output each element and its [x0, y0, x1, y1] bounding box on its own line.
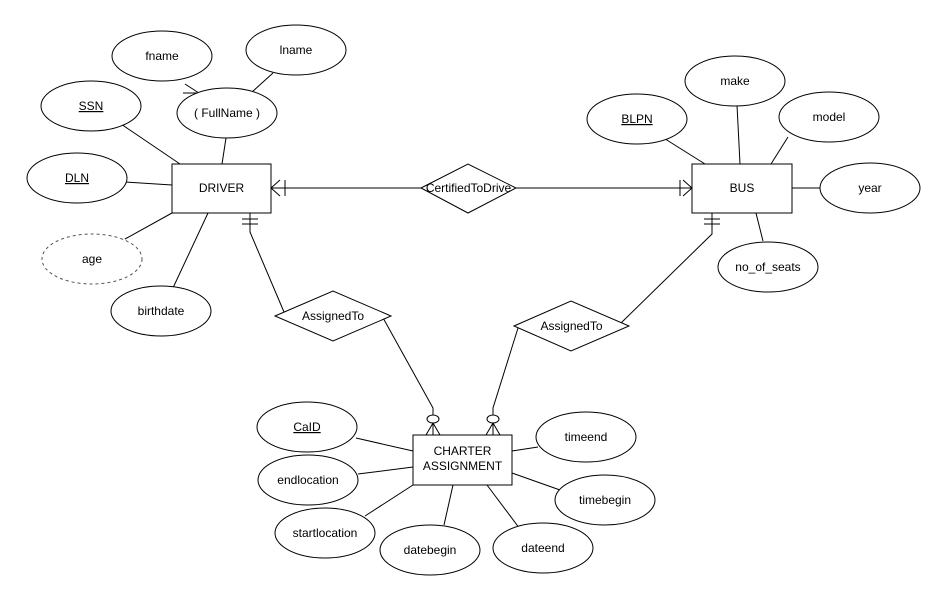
line-datebegin-charter	[443, 484, 454, 526]
entity-driver[interactable]: DRIVER	[171, 163, 272, 214]
line-caid-charter	[355, 437, 414, 452]
connectors	[120, 72, 820, 530]
line-model-bus	[770, 136, 789, 165]
attribute-timebegin[interactable]: timebegin	[554, 474, 656, 526]
attribute-birthdate-label: birthdate	[138, 304, 185, 318]
relationship-certified-to-drive[interactable]: CertifiedToDrive	[419, 163, 518, 214]
line-driver-assignedto	[249, 213, 285, 313]
attribute-ssn-label: SSN	[79, 99, 104, 113]
line-startlocation-charter	[364, 484, 414, 517]
line-ssn-driver	[120, 123, 181, 165]
attribute-age-label: age	[82, 252, 102, 266]
attribute-timeend[interactable]: timeend	[535, 411, 637, 463]
attribute-age[interactable]: age	[41, 233, 143, 285]
attribute-no-of-seats-label: no_of_seats	[735, 260, 800, 274]
entity-driver-label: DRIVER	[199, 181, 245, 195]
line-blpn-bus	[661, 136, 706, 165]
attribute-fullname-label: ( FullName )	[194, 106, 260, 120]
attribute-caid[interactable]: CaID	[256, 401, 358, 453]
attribute-timeend-label: timeend	[565, 430, 608, 444]
line-fullname-driver	[221, 137, 227, 165]
charter-driver-zeromany-marker	[425, 414, 441, 436]
charter-bus-zeromany-marker	[485, 414, 501, 436]
attribute-timebegin-label: timebegin	[579, 493, 631, 507]
bus-assigned-one-marker	[704, 218, 720, 225]
attribute-ssn[interactable]: SSN	[40, 80, 142, 132]
line-assignedto2-charter	[492, 327, 519, 435]
attribute-no-of-seats[interactable]: no_of_seats	[717, 241, 819, 293]
attribute-birthdate[interactable]: birthdate	[110, 285, 212, 337]
line-dln-driver	[125, 181, 173, 186]
entity-bus-label: BUS	[730, 181, 755, 195]
bus-certified-crowsfoot-marker	[679, 179, 693, 197]
relationship-driver-assigned-to[interactable]: AssignedTo	[273, 290, 393, 342]
attribute-caid-label: CaID	[293, 420, 321, 434]
line-bus-assignedto	[619, 213, 713, 325]
line-assignedto-charter	[381, 315, 434, 435]
attribute-endlocation[interactable]: endlocation	[257, 454, 359, 506]
attribute-startlocation-label: startlocation	[293, 526, 358, 540]
line-timebegin-charter	[511, 472, 561, 491]
line-endlocation-charter	[357, 466, 414, 475]
relationship-bus-assigned-to[interactable]: AssignedTo	[512, 300, 631, 352]
attribute-year[interactable]: year	[819, 162, 921, 214]
attribute-model[interactable]: model	[778, 91, 880, 143]
line-lname-fullname	[251, 72, 274, 93]
line-make-bus	[736, 104, 741, 165]
attribute-dateend-label: dateend	[521, 541, 564, 555]
entity-charter-label-line1: CHARTER	[434, 444, 492, 458]
line-dateend-charter	[486, 484, 521, 530]
attribute-fname-label: fname	[145, 49, 179, 63]
line-age-driver	[124, 212, 173, 240]
line-birthdate-driver	[171, 212, 209, 291]
entity-charter-assignment[interactable]: CHARTER ASSIGNMENT	[412, 434, 513, 486]
attribute-datebegin[interactable]: datebegin	[379, 524, 481, 576]
attribute-endlocation-label: endlocation	[277, 473, 338, 487]
attribute-startlocation[interactable]: startlocation	[274, 507, 376, 559]
attribute-lname-label: lname	[280, 43, 313, 57]
attribute-fullname[interactable]: ( FullName )	[176, 87, 278, 139]
relationship-certified-label: CertifiedToDrive	[426, 181, 512, 195]
entity-charter-label-line2: ASSIGNMENT	[423, 459, 503, 473]
attribute-lname[interactable]: lname	[245, 24, 347, 76]
attribute-dln-label: DLN	[65, 171, 89, 185]
attribute-blpn-label: BLPN	[621, 112, 652, 126]
attribute-model-label: model	[813, 110, 846, 124]
driver-assigned-one-marker	[242, 218, 258, 225]
relationship-bus-assigned-label: AssignedTo	[540, 319, 602, 333]
driver-certified-crowsfoot-marker	[270, 179, 286, 197]
attribute-dateend[interactable]: dateend	[492, 522, 594, 574]
attribute-make-label: make	[720, 74, 750, 88]
attribute-fname[interactable]: fname	[111, 30, 213, 82]
line-seats-bus	[755, 212, 764, 242]
attribute-dln[interactable]: DLN	[26, 152, 128, 204]
attribute-year-label: year	[858, 181, 881, 195]
attribute-datebegin-label: datebegin	[404, 543, 457, 557]
line-timeend-charter	[511, 446, 539, 452]
relationship-driver-assigned-label: AssignedTo	[302, 309, 364, 323]
entity-bus[interactable]: BUS	[691, 163, 793, 214]
cardinality-markers	[242, 179, 720, 436]
attribute-blpn[interactable]: BLPN	[586, 93, 688, 145]
attribute-make[interactable]: make	[684, 55, 786, 107]
